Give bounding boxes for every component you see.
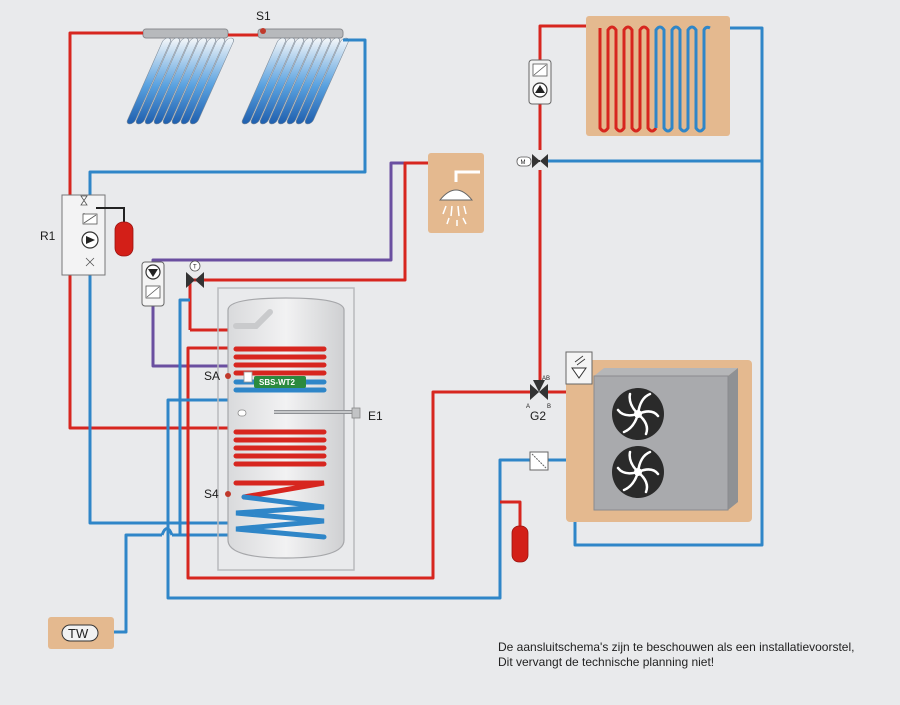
tap-water-pipe: [112, 298, 236, 634]
solar-expansion-vessel: [114, 221, 134, 257]
tap-water-label: TW: [68, 626, 89, 641]
tank-sensor-4-label: S4: [204, 487, 219, 501]
heating-expansion-vessel: [511, 525, 529, 563]
circulation-pump-unit: [141, 261, 165, 307]
valve-port-a: A: [526, 404, 530, 410]
collector-sensor-dot: [260, 28, 266, 34]
disclaimer-line-2: Dit vervangt de technische planning niet…: [498, 655, 715, 669]
filter-unit: [529, 451, 549, 471]
radiator-panel: [586, 16, 730, 136]
sensor-sa-dot: [225, 373, 231, 379]
heat-pump-panel: [566, 360, 752, 522]
shower-head-icon: [438, 189, 474, 201]
storage-tank: [217, 287, 361, 571]
thermostat-marker: T: [193, 265, 197, 271]
solar-pump-station: [61, 194, 134, 276]
radiator-coil: [598, 25, 658, 133]
heat-pump-unit: [593, 375, 729, 511]
sensor-s4-dot: [225, 491, 231, 497]
tap-water-box: TW: [48, 617, 114, 649]
solar-return-pipe: [88, 38, 367, 525]
safety-valve: [565, 351, 593, 385]
middle-heating-coil: [233, 429, 327, 467]
shower-panel: [428, 153, 484, 233]
valve-port-b: B: [547, 404, 551, 410]
lower-solar-coil: [233, 480, 325, 500]
valve-label: G2: [530, 409, 546, 423]
solar-collector-left: [126, 28, 234, 125]
disclaimer-line-1: De aansluitschema's zijn te beschouwen a…: [498, 640, 855, 654]
radiator-supply-pipe: [538, 24, 600, 384]
radiator-pump-unit: [528, 59, 552, 105]
motor-valve-marker: M: [521, 160, 526, 166]
tank-model-label: SBS-WT2: [259, 378, 296, 387]
circulation-pipe: [151, 161, 405, 368]
tank-model-badge: [254, 376, 306, 388]
collector-sensor-label: S1: [256, 9, 271, 23]
tank-sensor-a-label: SA: [204, 369, 220, 383]
solar-station-label: R1: [40, 229, 56, 243]
three-way-valve: [530, 380, 548, 400]
solar-collector-right: [241, 28, 349, 125]
valve-port-ab: AB: [542, 376, 550, 382]
expansion-vessel-pipe: [500, 500, 522, 528]
heat-pump-flow-pipe: [186, 346, 530, 580]
disclaimer-note: De aansluitschema's zijn te beschouwen a…: [498, 640, 854, 670]
motor-mixing-valve: M: [516, 154, 548, 168]
upper-heating-coil: [233, 346, 327, 376]
heater-label: E1: [368, 409, 383, 423]
thermostatic-mixing-valve: T: [186, 260, 204, 288]
